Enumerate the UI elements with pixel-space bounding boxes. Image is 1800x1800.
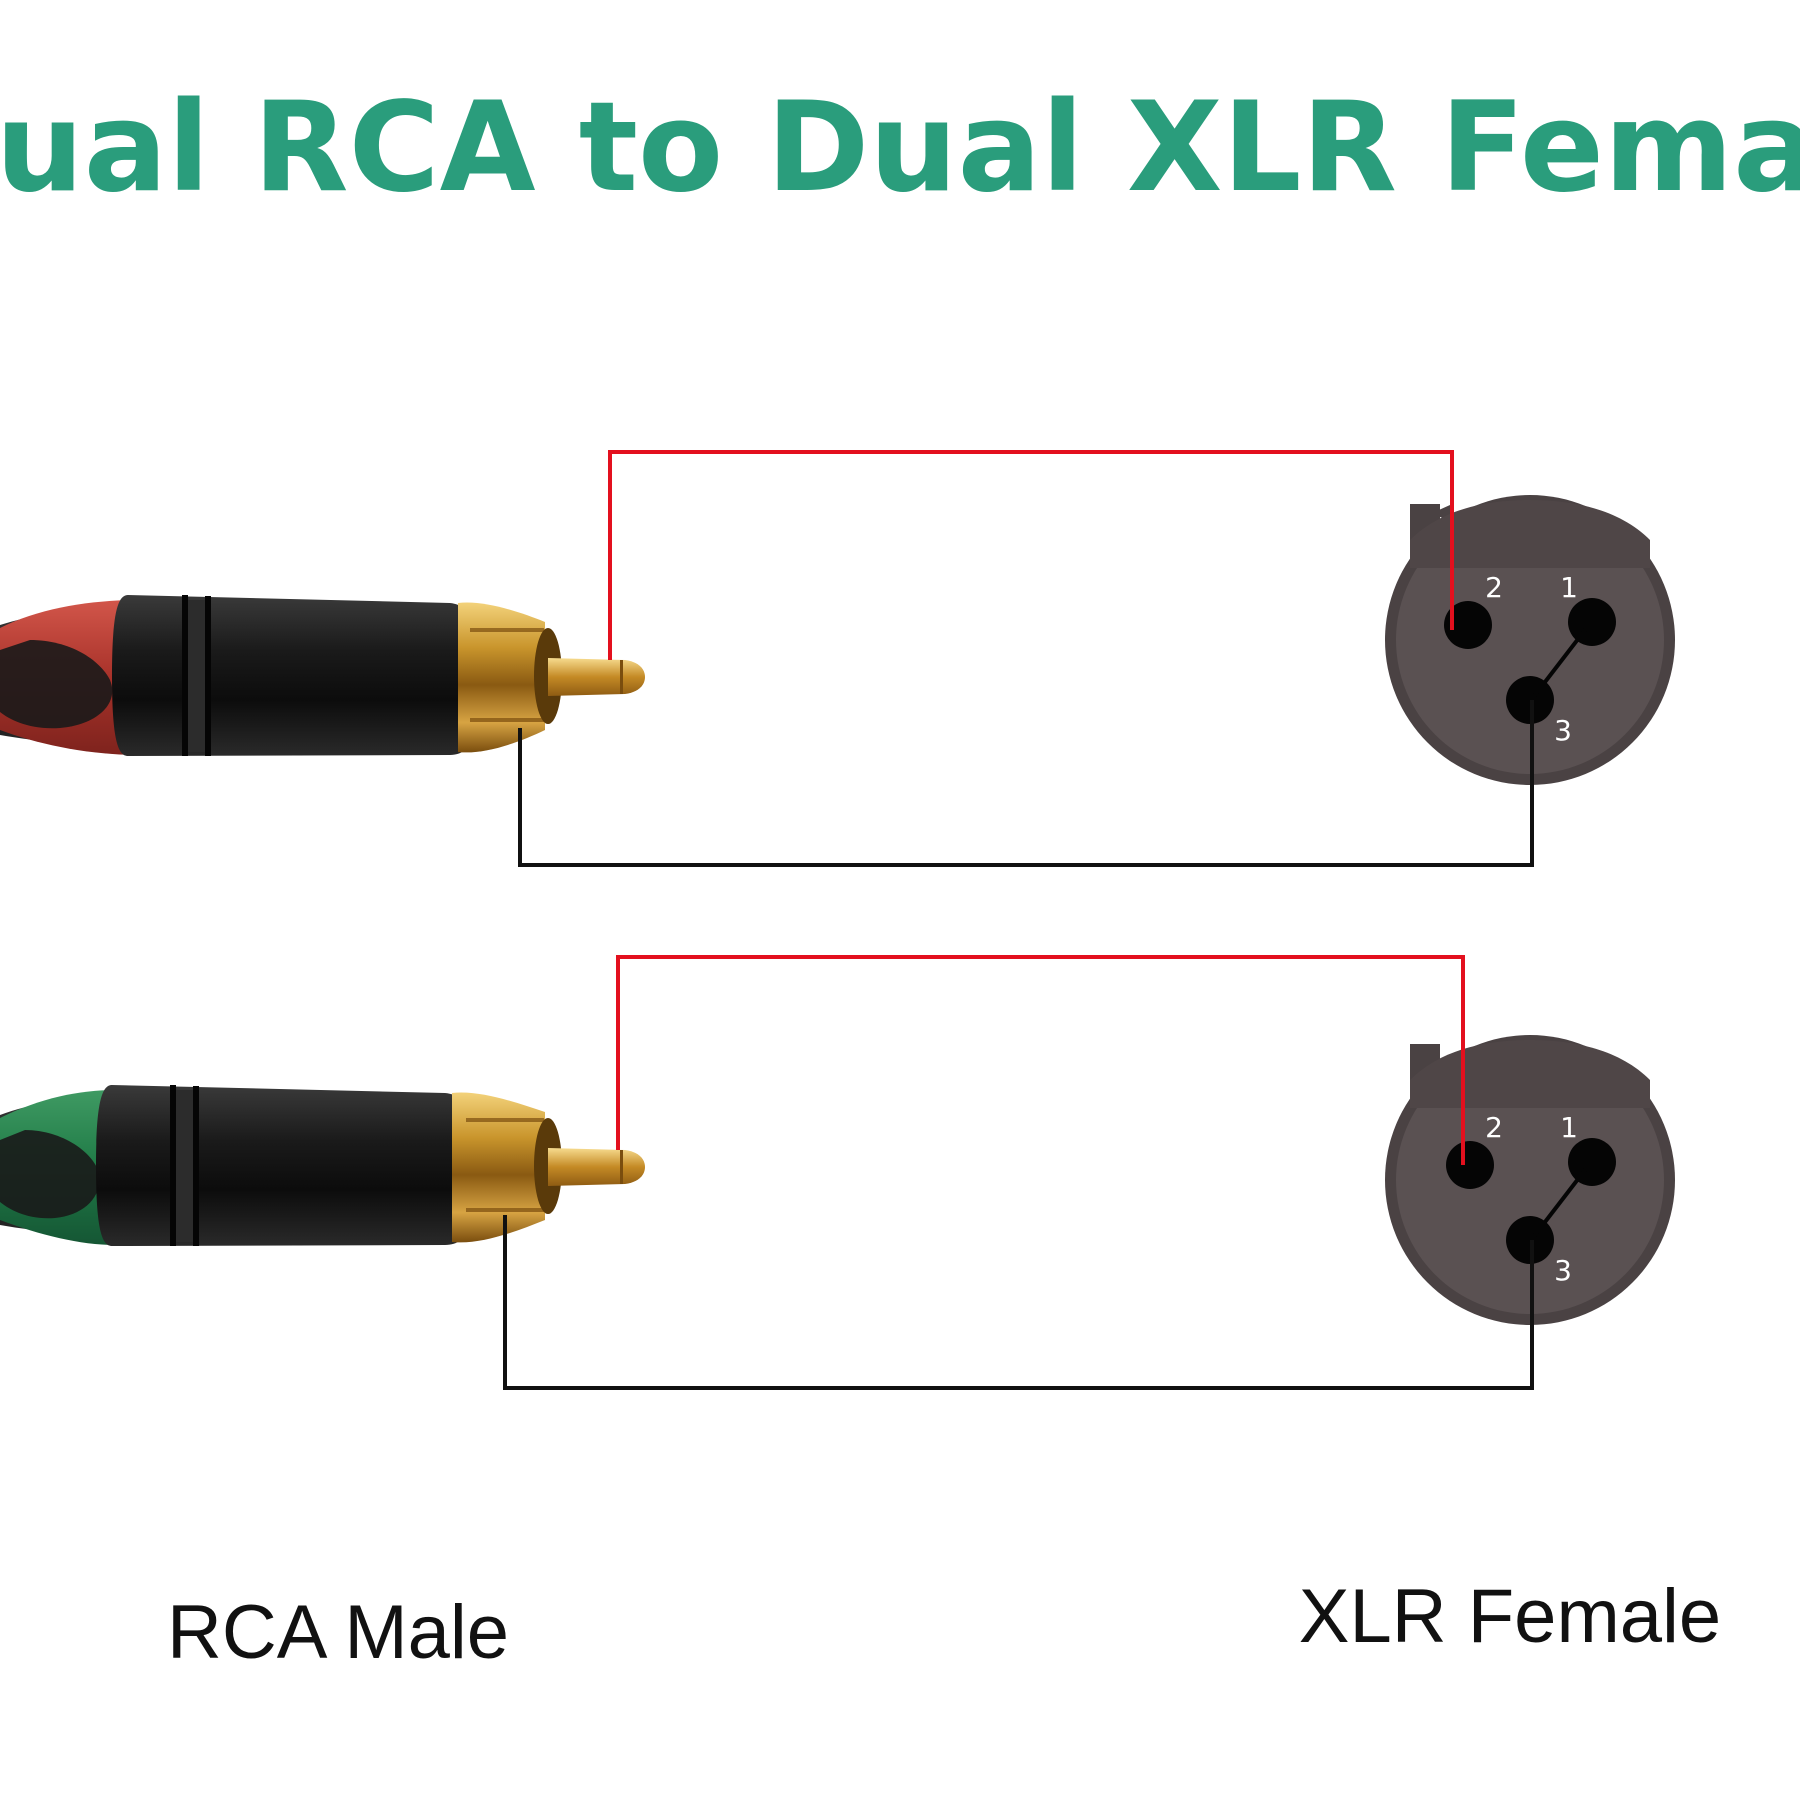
xlr-pin-label-3: 3 [1554, 714, 1572, 747]
xlr-pin-1-hole [1568, 598, 1616, 646]
xlr-pin-label-1: 1 [1560, 571, 1578, 604]
connector-pair-1: 2 1 3 [0, 450, 1675, 867]
xlr-pin-2-hole [1446, 1141, 1494, 1189]
ground-wire-2 [503, 1215, 1534, 1390]
xlr-pin-2-hole [1444, 601, 1492, 649]
rca-plug-red [0, 595, 645, 756]
xlr-pin-label-1: 1 [1560, 1111, 1578, 1144]
xlr-pin-label-2: 2 [1485, 1111, 1503, 1144]
diagram-title: Dual RCA to Dual XLR Female [0, 76, 1800, 220]
rca-plug-green [0, 1085, 645, 1246]
xlr-female-2: 2 1 3 [1385, 1035, 1675, 1325]
xlr-pin-1-hole [1568, 1138, 1616, 1186]
xlr-pin-label-3: 3 [1554, 1254, 1572, 1287]
signal-wire-1 [608, 450, 1454, 660]
label-xlr-female: XLR Female [1299, 1574, 1721, 1659]
signal-wire-2 [616, 955, 1465, 1165]
xlr-pin-label-2: 2 [1485, 571, 1503, 604]
label-rca-male: RCA Male [167, 1590, 509, 1675]
connector-pair-2: 2 1 3 [0, 955, 1675, 1390]
ground-wire-1 [518, 700, 1534, 867]
xlr-female-1: 2 1 3 [1385, 495, 1675, 785]
